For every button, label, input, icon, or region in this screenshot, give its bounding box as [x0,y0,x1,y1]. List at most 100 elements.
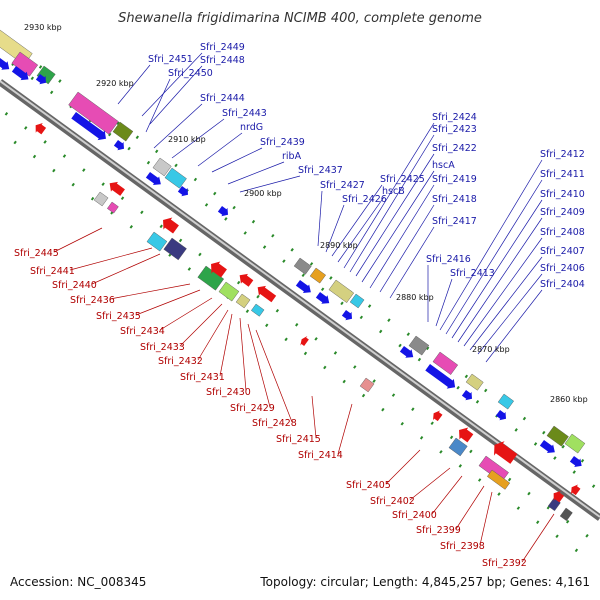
tick-dot [419,436,424,440]
blue-leader-line [227,161,285,185]
forward-gene-arrow [177,186,189,197]
kbp-label: 2930 kbp [24,23,62,32]
gene-label-reverse: Sfri_2398 [440,541,485,552]
tick-dot [275,308,280,313]
tick-dot [245,309,250,314]
red-leader-line [409,467,451,501]
gene-block [359,377,375,393]
forward-gene-arrow [569,456,582,467]
red-leader-line [179,303,223,347]
gene-label-forward: Sfri_2416 [426,254,471,265]
tick-dot [213,191,217,196]
tick-dot [439,450,443,454]
reverse-gene-arrow [239,273,254,287]
tick-dot [129,225,133,229]
red-leader-line [255,329,293,423]
tick-dot [43,140,47,144]
tick-dot [359,315,364,320]
gene-label-forward: ribA [282,151,302,162]
gene-label-forward: Sfri_2426 [342,194,387,205]
forward-gene-arrow [295,280,311,293]
tick-dot [198,252,202,257]
tick-dot [497,492,501,496]
gene-label-forward: Sfri_2449 [200,42,245,53]
gene-label-reverse: Sfri_2400 [392,510,437,521]
tick-dot [4,112,9,116]
reverse-gene-arrow [494,441,518,464]
gene-label-reverse: Sfri_2435 [96,311,141,322]
gene-block [112,121,134,142]
gene-block [564,433,586,454]
blue-leader-line [337,196,385,263]
reverse-gene-arrow [433,410,443,422]
kbp-label: 2920 kbp [96,79,134,88]
gene-label-forward: Sfri_2406 [540,263,585,274]
tick-dot [290,248,294,252]
tick-dot [320,287,325,292]
blue-leader-line [477,273,543,355]
blue-leader-line [325,204,345,253]
gene-block [293,257,312,275]
gene-label-reverse: Sfri_2428 [252,418,297,429]
tick-dot [430,421,434,426]
gene-label-forward: Sfri_2407 [540,246,585,257]
gene-label-forward: nrdG [240,122,263,133]
tick-dot [527,491,531,496]
forward-gene-arrow [425,364,456,389]
red-leader-line [385,449,421,485]
gene-block [152,157,172,177]
gene-label-forward: Sfri_2419 [432,174,477,185]
reverse-gene-arrow [35,123,47,135]
tick-dot [58,79,62,83]
tick-dot [232,205,236,210]
gene-block [218,281,240,302]
gene-block [68,91,119,135]
forward-gene-arrow [315,292,330,304]
topology-text: Topology: circular; Length: 4,845,257 bp… [259,575,590,589]
tick-dot [381,407,385,412]
blue-leader-line [197,132,243,167]
red-leader-line [521,513,555,563]
reverse-gene-arrow [553,491,565,503]
red-leader-line [337,403,353,455]
tick-dot [329,276,333,280]
tick-dot [256,294,260,299]
blue-leader-line [153,103,203,149]
blue-leader-line [469,256,543,351]
blue-leader-line [331,184,383,257]
tick-dot [387,318,391,322]
tick-dot [340,301,344,306]
gene-block [164,167,187,189]
red-leader-line [53,227,103,253]
gene-label-forward: Sfri_2450 [168,68,213,79]
blue-leader-line [361,170,435,283]
gene-label-forward: hscB [382,186,405,197]
tick-dot [187,267,192,271]
tick-dot [591,484,596,488]
kbp-label: 2860 kbp [550,395,588,404]
tick-dot [251,219,256,224]
tick-dot [536,520,540,524]
blue-leader-line [379,204,435,293]
tick-dot [120,196,125,201]
blue-leader-line [343,122,435,269]
reverse-gene-arrow [211,261,227,278]
tick-dot [284,337,288,342]
tick-dot [361,393,366,398]
reverse-gene-arrow [109,181,125,196]
tick-dot [514,428,518,432]
gene-label-forward: Sfri_2448 [200,55,245,66]
tick-dot [62,154,67,158]
gene-label-forward: Sfri_2439 [260,137,305,148]
kbp-label: 2910 kbp [168,135,206,144]
tick-dot [561,444,565,449]
tick-dot [236,280,241,285]
forward-gene-arrow [341,310,353,321]
gene-label-forward: Sfri_2443 [222,108,267,119]
tick-dot [224,217,228,221]
tick-dot [90,196,95,201]
tick-dot [406,332,410,337]
red-leader-line [159,297,213,331]
tick-dot [580,458,585,463]
